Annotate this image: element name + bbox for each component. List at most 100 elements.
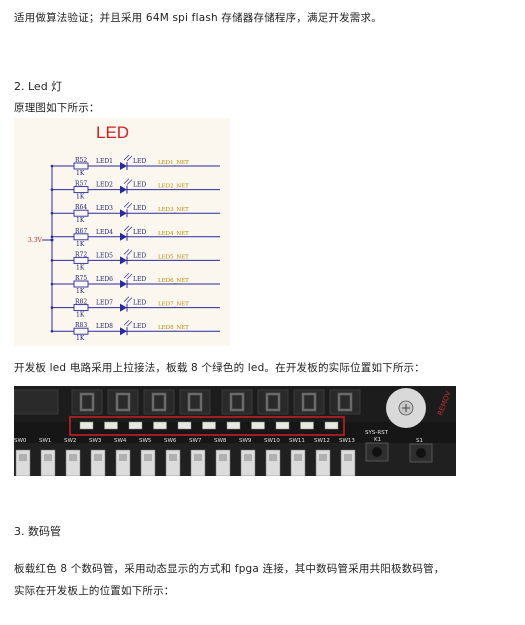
- diode-icon: [120, 256, 127, 265]
- slide-switch: [265, 449, 281, 476]
- diode-icon: [120, 232, 127, 241]
- switch-label: SW8: [214, 438, 227, 444]
- resistor-ref: R83: [75, 322, 87, 329]
- led-pin-label: LED: [133, 182, 146, 189]
- resistor-value: 1K: [76, 335, 85, 342]
- slide-switch: [340, 449, 356, 476]
- switch-label: SW9: [239, 438, 252, 444]
- slide-switch: [15, 449, 31, 476]
- slide-switch: [290, 449, 306, 476]
- led-highlight-box: [69, 416, 345, 436]
- resistor-value: 1K: [76, 170, 85, 177]
- slide-switch: [165, 449, 181, 476]
- led-ref: LED4: [96, 229, 113, 236]
- resistor-ref: R67: [75, 228, 87, 235]
- section-heading-led: 2. Led 灯: [14, 80, 63, 93]
- led-ref: LED2: [96, 182, 113, 189]
- resistor-value: 1K: [76, 264, 85, 271]
- switch-label: SW7: [189, 438, 202, 444]
- led-ref: LED1: [96, 158, 113, 165]
- paragraph-segment-position: 实际在开发板上的位置如下所示：: [14, 585, 175, 597]
- onboard-led: [177, 421, 192, 430]
- schematic-row: R83 1K LED8 LED LED8_NET: [50, 319, 220, 342]
- slide-switch: [90, 449, 106, 476]
- switch-label: SW0: [14, 438, 27, 444]
- resistor-ref: R72: [75, 251, 87, 258]
- onboard-led: [153, 421, 167, 430]
- led-pin-label: LED: [133, 229, 146, 236]
- net-label: LED8_NET: [158, 325, 189, 331]
- diode-icon: [120, 327, 127, 336]
- resistor-value: 1K: [76, 241, 85, 248]
- led-pin-label: LED: [133, 276, 146, 283]
- extra-button-cap: [416, 448, 426, 458]
- diode-icon: [120, 303, 127, 312]
- supply-label: 3.3V: [28, 237, 43, 244]
- resistor-ref: R75: [75, 275, 87, 282]
- reset-ref: K1: [374, 437, 381, 443]
- schematic-row: R67 1K LED4 LED LED4_NET: [50, 225, 220, 248]
- paragraph-flash: 适用做算法验证；并且采用 64M spi flash 存储器存储程序，满足开发需…: [14, 12, 382, 24]
- slide-switch: [115, 449, 131, 476]
- switch-label: SW2: [64, 438, 76, 444]
- net-label: LED7_NET: [158, 302, 189, 308]
- diode-icon: [120, 185, 127, 194]
- slide-switch: [140, 449, 156, 476]
- onboard-led: [324, 421, 339, 430]
- led-ref: LED5: [96, 252, 113, 259]
- net-label: LED6_NET: [158, 278, 189, 284]
- paragraph-segment: 板载红色 8 个数码管，采用动态显示的方式和 fpga 连接，其中数码管采用共阳…: [14, 563, 445, 575]
- seven-seg-digit: [221, 389, 253, 415]
- led-pin-label: LED: [133, 252, 146, 259]
- slide-switch: [190, 449, 206, 476]
- slide-switch: [315, 449, 331, 476]
- onboard-led: [202, 421, 216, 430]
- resistor-ref: R52: [75, 157, 87, 164]
- reset-label: SYS-RST: [365, 430, 389, 436]
- supply-junction: [50, 238, 54, 242]
- switch-label: SW1: [39, 438, 51, 444]
- net-label: LED3_NET: [158, 207, 189, 213]
- resistor-ref: R57: [75, 181, 87, 188]
- net-label: LED4_NET: [158, 231, 189, 237]
- onboard-led: [79, 421, 94, 430]
- switch-label: SW11: [289, 438, 305, 444]
- onboard-led: [300, 421, 314, 430]
- switch-bodies: [15, 449, 356, 476]
- schematic-row: R52 1K LED1 LED LED1_NET: [50, 154, 220, 177]
- led-ref: LED3: [96, 205, 113, 212]
- resistor-value: 1K: [76, 217, 85, 224]
- slide-switch: [240, 449, 256, 476]
- reset-button-cap: [372, 447, 382, 457]
- net-label: LED1_NET: [158, 160, 189, 166]
- paragraph-schematic-intro: 原理图如下所示：: [14, 102, 100, 114]
- resistor-value: 1K: [76, 288, 85, 295]
- slide-switch: [65, 449, 81, 476]
- led-pin-label: LED: [133, 158, 146, 165]
- onboard-led: [128, 421, 143, 430]
- led-ref: LED7: [96, 300, 113, 307]
- led-pin-label: LED: [133, 300, 146, 307]
- onboard-led: [226, 421, 241, 430]
- onboard-led-row: [79, 421, 339, 430]
- switch-label: SW12: [314, 438, 330, 444]
- resistor-value: 1K: [76, 194, 85, 201]
- seven-seg-display-row: [14, 389, 361, 415]
- diode-icon: [120, 162, 127, 170]
- schematic-title: LED: [96, 123, 129, 142]
- switch-label: SW5: [139, 438, 152, 444]
- paragraph-led-position: 开发板 led 电路采用上拉接法，板载 8 个绿色的 led。在开发板的实际位置…: [14, 362, 425, 374]
- led-pin-label: LED: [133, 205, 146, 212]
- diode-icon: [120, 209, 127, 218]
- onboard-led: [104, 421, 118, 430]
- led-ref: LED8: [96, 323, 113, 330]
- led-pin-label: LED: [133, 323, 146, 330]
